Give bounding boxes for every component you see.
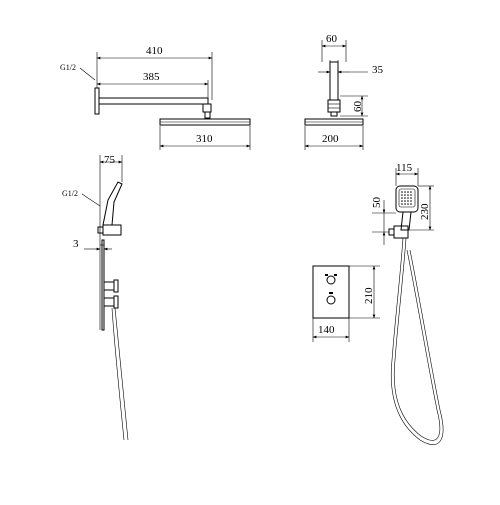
dim-140: 140 xyxy=(318,324,335,336)
valve-side-view: G1/2 75 3 xyxy=(62,154,129,441)
knob-upper xyxy=(103,281,115,291)
dim-115: 115 xyxy=(396,162,413,174)
thread-leader xyxy=(79,67,96,81)
dim-210: 210 xyxy=(363,287,375,304)
dim-410: 410 xyxy=(146,45,163,57)
shower-head-front-view: 60 35 60 200 xyxy=(304,33,384,150)
knob-front-upper xyxy=(326,275,336,285)
connector-block xyxy=(327,99,341,113)
outlet-base xyxy=(102,224,122,236)
shower-arm xyxy=(98,97,209,105)
wall-plate xyxy=(94,87,100,115)
dim-3: 3 xyxy=(73,238,79,250)
hand-shower-view: 115 230 50 xyxy=(371,162,444,445)
valve-front-view: 210 140 xyxy=(312,265,380,342)
dim-310: 310 xyxy=(196,133,213,145)
shower-head-side xyxy=(159,118,251,126)
arm-connector xyxy=(202,103,212,113)
hose xyxy=(390,237,444,445)
outlet-elbow xyxy=(102,181,123,226)
dim-60-top: 60 xyxy=(326,33,338,45)
dim-50: 50 xyxy=(371,197,383,209)
dim-35: 35 xyxy=(372,64,384,76)
thread-label: G1/2 xyxy=(60,63,76,72)
hose-side xyxy=(111,307,125,441)
dim-200: 200 xyxy=(322,133,339,145)
hand-shower-handle xyxy=(400,211,412,231)
nozzle-grid xyxy=(401,191,412,205)
dim-385: 385 xyxy=(143,71,160,83)
valve-thread-label: G1/2 xyxy=(62,189,78,198)
dim-75: 75 xyxy=(104,154,116,166)
valve-front-plate xyxy=(312,265,350,319)
dim-230: 230 xyxy=(419,203,431,220)
arm-stub xyxy=(329,61,339,101)
knob-front-lower xyxy=(326,295,336,305)
knob-lower xyxy=(103,297,115,307)
dim-60-right: 60 xyxy=(352,101,364,113)
arm-nut xyxy=(204,111,211,119)
hand-shower-head xyxy=(395,185,419,213)
shower-arm-side-view: G1/2 410 385 310 xyxy=(60,45,251,150)
